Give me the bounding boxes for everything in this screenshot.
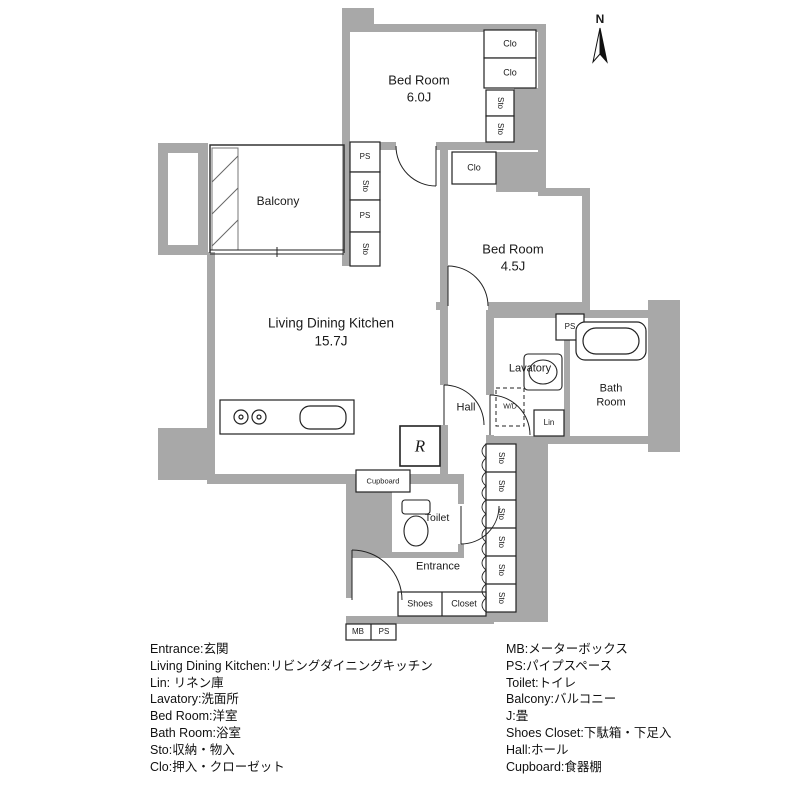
kitchen-counter [219,399,355,435]
legend-item: Lin: リネン庫 [150,675,224,690]
room-label-lavatory: Lavatory [508,362,552,375]
storage-boxes [345,29,585,641]
label-refrigerator: R [414,436,426,456]
label-storage-left-1: Sto [361,179,370,193]
label-meter-box: MB [352,627,364,636]
legend-item: Entrance:玄関 [150,642,229,656]
left-column-inner [168,153,198,245]
label-storage-left-2: Sto [361,242,370,256]
door-swings [351,145,531,601]
room-label-bedroom6-size: 6.0J [406,89,432,105]
window-sliding-door [210,247,344,257]
room-label-bedroom45-name: Bed Room [482,241,544,257]
legend-item: Clo:押入・クローゼット [150,759,285,774]
label-pipe-space-2: PS [359,211,371,220]
label-closet: Closet [451,598,477,609]
balcony-hatch [211,147,239,251]
legend-item: Bed Room:洋室 [150,709,238,724]
north-arrow-icon [592,27,608,64]
label-storage-col-1: Sto [497,451,506,465]
balcony-outline [209,144,345,253]
legend-item: Lavatory:洗面所 [150,692,239,707]
label-storage-top-2: Sto [496,122,505,136]
room-label-ldk-size: 15.7J [314,333,348,349]
label-closet-3: Clo [467,162,481,173]
washbasin [523,353,563,391]
legend-item: J:畳 [506,709,529,724]
label-storage-col-5: Sto [497,563,506,577]
room-label-toilet: Toilet [424,511,450,524]
room-label-ldk-name: Living Dining Kitchen [267,315,395,331]
label-closet-2: Clo [503,67,517,78]
label-closet-1: Clo [503,38,517,49]
legend-item: Cupboard:食器棚 [506,759,602,774]
label-storage-col-4: Sto [497,535,506,549]
label-storage-col-3: Sto [497,507,506,521]
label-shoes: Shoes [407,598,433,609]
washer-dryer-space [495,387,525,427]
legend-item: PS:パイプスペース [506,658,613,673]
compass-north-label: N [595,12,605,26]
room-label-entrance: Entrance [415,560,461,573]
label-storage-col-6: Sto [497,591,506,605]
room-label-bathroom-line2: Room [596,396,626,409]
label-linen: Lin [543,418,555,427]
room-label-bathroom-line1: Bath [599,382,623,395]
label-cupboard: Cupboard [366,476,400,486]
legend-left-column: Entrance:玄関 Living Dining Kitchen:リビングダイ… [150,641,433,775]
legend-item: Balcony:バルコニー [506,692,617,707]
legend-item: Shoes Closet:下駄箱・下足入 [506,725,672,740]
label-pipe-space-1: PS [359,152,371,161]
bathtub [575,321,647,361]
legend-item: Living Dining Kitchen:リビングダイニングキッチン [150,658,433,673]
label-pipe-space-mb: PS [378,627,390,636]
legend-item: Sto:収納・物入 [150,742,235,757]
room-label-bedroom45-size: 4.5J [500,258,526,274]
bifold-door-arcs [481,443,487,613]
label-pipe-space-bath: PS [564,322,576,331]
legend-item: MB:メーターボックス [506,642,628,656]
legend-right-column: MB:メーターボックス PS:パイプスペース Toilet:トイレ Balcon… [506,641,671,775]
legend-item: Hall:ホール [506,742,569,757]
label-storage-top-1: Sto [496,96,505,110]
legend-item: Bath Room:浴室 [150,725,242,740]
legend-item: Toilet:トイレ [506,675,577,690]
toilet-fixture [401,499,431,547]
label-washer-dryer: W/D [503,403,517,411]
room-label-bedroom6-name: Bed Room [388,72,450,88]
room-label-balcony: Balcony [256,194,300,208]
label-storage-col-2: Sto [497,479,506,493]
room-label-hall: Hall [456,401,476,414]
